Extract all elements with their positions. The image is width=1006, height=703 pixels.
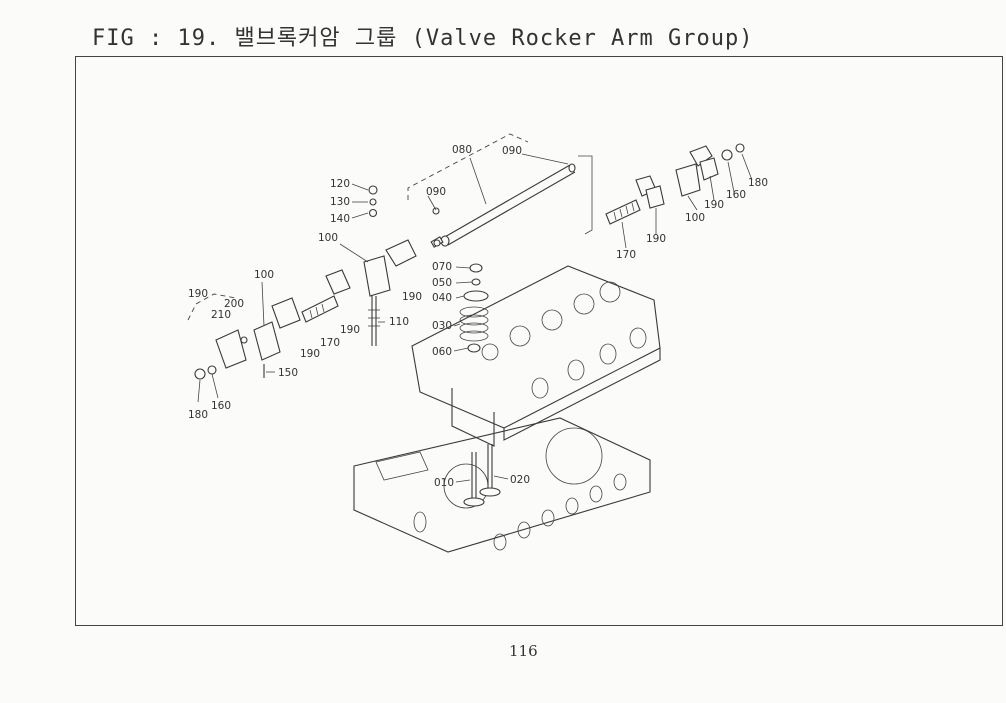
left-rocker-group	[194, 295, 339, 380]
callout-190: 190	[188, 288, 208, 300]
callout-190: 190	[704, 199, 724, 211]
left-bracket-dash	[187, 293, 237, 321]
middle-rocker-group	[325, 185, 441, 346]
shaft-bracket-dash	[407, 133, 529, 200]
page-number: 116	[509, 642, 538, 660]
callout-190: 190	[340, 324, 360, 336]
callout-060: 060	[432, 346, 452, 358]
callout-030: 030	[432, 320, 452, 332]
valve-spring-assembly	[459, 263, 489, 353]
valves	[463, 444, 501, 507]
callout-190: 190	[646, 233, 666, 245]
callout-070: 070	[432, 261, 452, 273]
diagram-frame	[75, 56, 1003, 626]
callout-040: 040	[432, 292, 452, 304]
callout-110: 110	[389, 316, 409, 328]
callout-050: 050	[432, 277, 452, 289]
callout-210: 210	[211, 309, 231, 321]
callout-160: 160	[726, 189, 746, 201]
figure-title: FIG : 19. 밸브록커암 그룹 (Valve Rocker Arm Gro…	[92, 26, 754, 51]
leader-lines	[197, 153, 753, 483]
callout-090: 090	[426, 186, 446, 198]
callout-020: 020	[510, 474, 530, 486]
callout-100: 100	[318, 232, 338, 244]
callout-190: 190	[300, 348, 320, 360]
rocker-shaft	[430, 163, 576, 248]
callout-170: 170	[320, 337, 340, 349]
cylinder-head	[411, 265, 661, 447]
right-rocker-group	[605, 143, 745, 225]
cylinder-block	[353, 417, 651, 553]
callout-100: 100	[254, 269, 274, 281]
callout-180: 180	[748, 177, 768, 189]
callout-160: 160	[211, 400, 231, 412]
callout-150: 150	[278, 367, 298, 379]
callout-180: 180	[188, 409, 208, 421]
callout-labels: 080 090 090 120 130 140 100 100 100 190 …	[188, 144, 768, 489]
callout-170: 170	[616, 249, 636, 261]
callout-140: 140	[330, 213, 350, 225]
callout-200: 200	[224, 298, 244, 310]
callout-090: 090	[502, 145, 522, 157]
shaft-bracket-line	[578, 155, 593, 235]
callout-100: 100	[685, 212, 705, 224]
callout-190: 190	[402, 291, 422, 303]
callout-120: 120	[330, 178, 350, 190]
callout-130: 130	[330, 196, 350, 208]
callout-010: 010	[434, 477, 454, 489]
callout-080: 080	[452, 144, 472, 156]
